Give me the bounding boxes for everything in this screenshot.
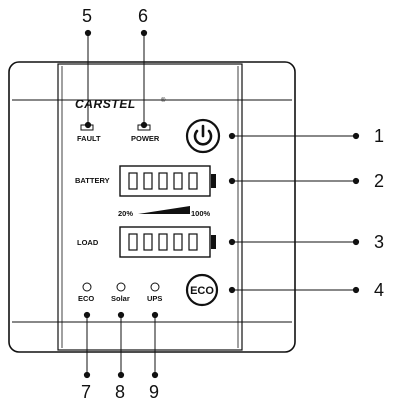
load-terminal (211, 235, 216, 249)
battery-terminal (211, 174, 216, 188)
battery-segment-5 (188, 172, 198, 190)
power-label: POWER (131, 134, 160, 143)
callout-1: 1 (374, 126, 384, 146)
load-segment-1 (128, 233, 138, 251)
brand-logo: CARSTEL (75, 97, 136, 111)
eco-button[interactable]: ECO (185, 273, 219, 307)
callout-3: 3 (374, 232, 384, 252)
scale-max-label: 100% (191, 209, 211, 218)
battery-gauge (119, 165, 216, 197)
svg-text:ECO: ECO (190, 285, 214, 297)
callout-9: 9 (149, 382, 159, 402)
battery-segment-2 (143, 172, 153, 190)
battery-segment-4 (173, 172, 183, 190)
battery-bars (128, 172, 198, 190)
load-segment-3 (158, 233, 168, 251)
mode-leds: ECO Solar UPS (78, 282, 162, 303)
solar-led-label: Solar (111, 294, 130, 303)
brand-registered-mark: ® (161, 97, 166, 104)
battery-label: BATTERY (75, 176, 110, 185)
load-bars (128, 233, 198, 251)
callout-6: 6 (138, 6, 148, 26)
side-rails (61, 66, 239, 348)
power-button[interactable] (185, 118, 221, 154)
callout-leaders (83, 29, 360, 379)
callout-numbers: 5 6 1 2 3 4 7 8 9 (81, 6, 384, 402)
eco-led-label: ECO (78, 294, 94, 303)
ups-led (150, 282, 160, 292)
load-segment-5 (188, 233, 198, 251)
fault-label: FAULT (77, 134, 101, 143)
battery-segment-1 (128, 172, 138, 190)
callout-2: 2 (374, 171, 384, 191)
load-label: LOAD (77, 238, 99, 247)
load-segment-2 (143, 233, 153, 251)
power-icon (193, 124, 213, 146)
battery-segment-3 (158, 172, 168, 190)
callout-8: 8 (115, 382, 125, 402)
scale-min-label: 20% (118, 209, 133, 218)
load-segment-4 (173, 233, 183, 251)
callout-7: 7 (81, 382, 91, 402)
callout-4: 4 (374, 280, 384, 300)
eco-led (82, 282, 92, 292)
solar-led (116, 282, 126, 292)
scale-wedge (138, 206, 190, 214)
ups-led-label: UPS (147, 294, 162, 303)
device-housing (8, 61, 296, 353)
callout-5: 5 (82, 6, 92, 26)
load-gauge (119, 226, 216, 258)
